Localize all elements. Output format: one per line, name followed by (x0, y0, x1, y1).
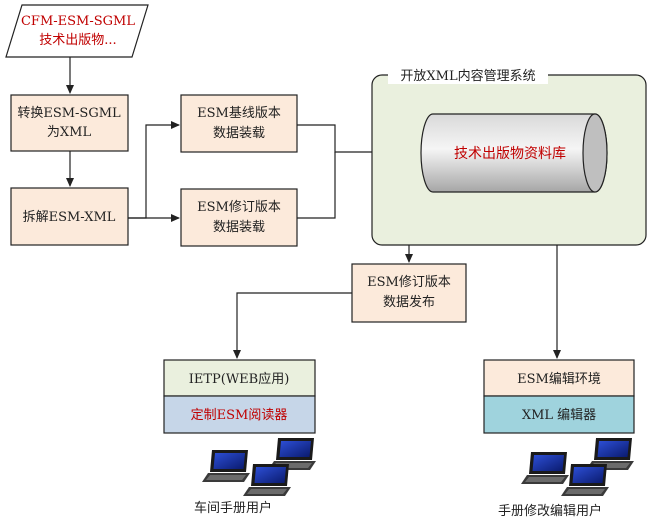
repository-label: 技术出版物资料库 (454, 146, 566, 162)
input-doc-line2: 技术出版物... (39, 33, 116, 48)
edge-revision-to-repo (297, 152, 336, 219)
system-group-title: 开放XML内容管理系统 (400, 68, 535, 84)
revision-load-line2: 数据装载 (213, 220, 265, 235)
reader-label: 定制ESM阅读器 (191, 408, 288, 423)
xml-editor-label: XML 编辑器 (522, 408, 596, 423)
laptop-icon (243, 464, 291, 496)
repository-node: 技术出版物资料库 (420, 113, 608, 193)
split-node: 拆解ESM-XML (10, 187, 129, 246)
publish-line1: ESM修订版本 (367, 275, 451, 290)
edge-split-to-baseline (128, 121, 180, 219)
input-doc-line1: CFM-ESM-SGML (21, 14, 135, 29)
editor-laptops (521, 438, 634, 496)
baseline-line2: 数据装载 (213, 126, 265, 141)
ietp-stack: IETP(WEB应用) 定制ESM阅读器 (163, 359, 316, 434)
laptop-icon (521, 452, 569, 484)
convert-node: 转换ESM-SGML 为XML (10, 94, 129, 152)
workshop-users-label: 车间手册用户 (194, 500, 272, 516)
revision-publish-node: ESM修订版本 数据发布 (351, 263, 467, 323)
revision-load-node: ESM修订版本 数据装载 (180, 188, 298, 247)
ietp-label: IETP(WEB应用) (189, 371, 290, 387)
convert-line1: 转换ESM-SGML (17, 106, 121, 121)
laptop-icon (202, 450, 250, 482)
laptop-icon (561, 464, 609, 496)
split-label: 拆解ESM-XML (23, 210, 116, 225)
convert-line2: 为XML (47, 125, 92, 140)
editor-stack: ESM编辑环境 XML 编辑器 (483, 359, 635, 434)
edit-env-label: ESM编辑环境 (517, 372, 601, 387)
workshop-laptops (202, 438, 316, 496)
baseline-load-node: ESM基线版本 数据装载 (180, 94, 298, 153)
baseline-line1: ESM基线版本 (197, 106, 281, 121)
manual-edit-users-label: 手册修改编辑用户 (498, 503, 602, 519)
edge-publish-to-ietp (233, 292, 352, 359)
revision-load-line1: ESM修订版本 (197, 200, 281, 215)
input-document-node: CFM-ESM-SGML 技术出版物... (5, 4, 149, 58)
publish-line2: 数据发布 (383, 294, 435, 310)
